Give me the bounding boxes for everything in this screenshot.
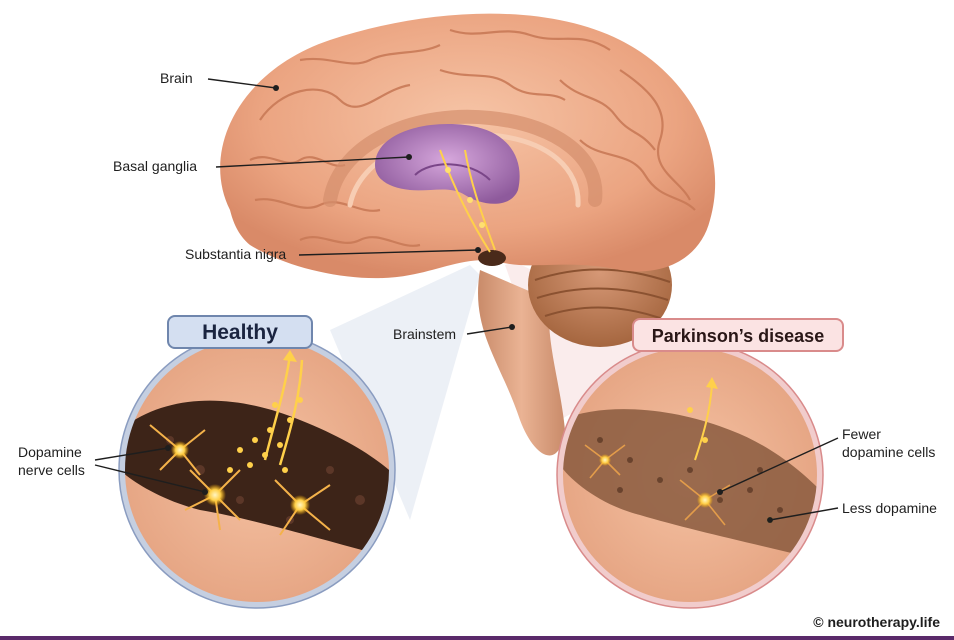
- credit-text: © neurotherapy.life: [813, 614, 940, 630]
- basal-ganglia-shape: [375, 124, 520, 204]
- label-fewer-1: Fewer: [842, 426, 881, 442]
- label-substantia-nigra: Substantia nigra: [185, 246, 287, 262]
- label-brainstem: Brainstem: [393, 326, 457, 342]
- healthy-title: Healthy: [167, 315, 313, 349]
- leader-lines: [94, 78, 839, 521]
- substantia-nigra-spot: [478, 250, 506, 266]
- brain-dopamine-pathway: [439, 149, 496, 253]
- label-dopamine-nerve-cells-2: nerve cells: [18, 462, 85, 478]
- label-fewer-2: dopamine cells: [842, 444, 936, 460]
- healthy-zoom-cone: [330, 265, 480, 520]
- label-basal-ganglia: Basal ganglia: [113, 158, 198, 174]
- label-brain: Brain: [160, 70, 193, 86]
- pd-nigra-band: [560, 409, 820, 560]
- healthy-neurons: [149, 424, 331, 536]
- label-dopamine-nerve-cells-1: Dopamine: [18, 444, 82, 460]
- healthy-nigra-band: [122, 400, 392, 560]
- label-less-dopamine: Less dopamine: [842, 500, 937, 516]
- parkinsons-title: Parkinson’s disease: [632, 318, 844, 352]
- pd-magnifier: [556, 341, 824, 609]
- leader-dots: [165, 85, 773, 523]
- bottom-bar: [0, 636, 954, 640]
- healthy-magnifier: [118, 331, 396, 609]
- pd-neurons: [584, 444, 731, 526]
